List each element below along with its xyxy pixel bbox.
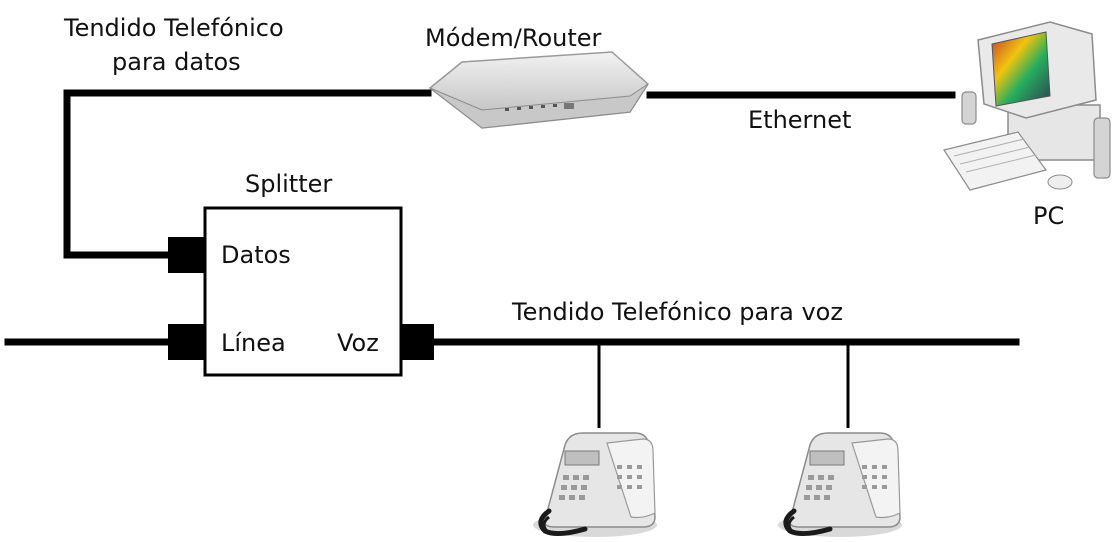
voice-line-label: Tendido Telefónico para voz: [511, 298, 843, 326]
data-line-label-1: Tendido Telefónico: [63, 14, 284, 42]
datos-connector: [168, 237, 205, 273]
pc-label: PC: [1033, 202, 1064, 230]
splitter-label: Splitter: [245, 170, 332, 198]
wires: [4, 89, 1020, 346]
phone-drops: [597, 342, 850, 428]
voz-connector: [401, 324, 434, 360]
telephone-icon: [778, 433, 902, 537]
port-datos-label: Datos: [221, 241, 291, 269]
modem-label: Módem/Router: [425, 24, 602, 52]
port-voz-label: Voz: [337, 329, 379, 357]
ethernet-label: Ethernet: [748, 106, 851, 134]
linea-connector: [168, 324, 205, 360]
modem-router-icon: [428, 51, 649, 129]
desktop-pc-icon: [943, 21, 1111, 191]
data-line-label-2: para datos: [112, 48, 241, 76]
port-linea-label: Línea: [221, 329, 286, 357]
data-wire: [63, 89, 432, 259]
splitter-box: [203, 206, 403, 377]
telephone-icon: [533, 433, 657, 537]
